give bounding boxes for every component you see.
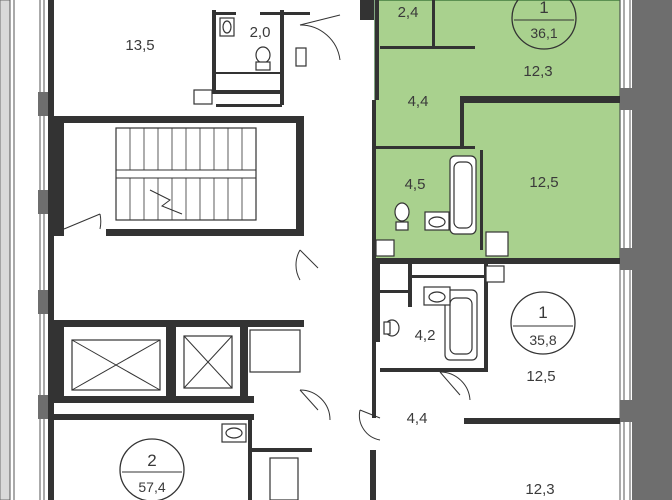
toilet-icon	[255, 46, 271, 71]
door-swing-icon	[439, 371, 471, 401]
highlighted-apartment-area[interactable]	[374, 0, 621, 263]
room-area-label: 4,4	[407, 410, 428, 427]
toilet-icon	[383, 319, 400, 337]
door-swing-icon	[299, 389, 331, 421]
sink-icon	[219, 17, 235, 37]
room-area-label: 13,5	[125, 37, 154, 54]
highlighted-apartment[interactable]	[374, 0, 621, 263]
apartment-area: 35,8	[529, 332, 556, 348]
elevator-icon	[71, 339, 161, 391]
highlighted-apartment-walls	[372, 0, 620, 264]
room-area-label: 12,5	[529, 174, 558, 191]
window-icon	[38, 190, 48, 214]
room-area-label: 12,5	[526, 368, 555, 385]
toilet-icon	[394, 202, 410, 231]
window-icon	[38, 395, 48, 419]
apartment-badge[interactable]: 1 36,1	[511, 0, 577, 50]
window-icon	[620, 248, 634, 270]
top-left-walls	[48, 0, 310, 500]
room-area-label: 12,3	[523, 63, 552, 80]
door-swing-icon	[295, 249, 319, 281]
room-area-label: 4,2	[415, 327, 436, 344]
right-apartment-walls	[358, 262, 620, 441]
window-icon	[38, 290, 48, 314]
door-swing-icon	[358, 409, 381, 441]
stair-icon	[115, 127, 257, 221]
sink-icon	[424, 211, 450, 231]
bottom-left-walls	[54, 414, 312, 500]
bathtub-icon	[444, 289, 478, 361]
room-area-label: 2,4	[398, 4, 419, 21]
window-icon	[632, 0, 672, 500]
apartment-number: 1	[538, 303, 547, 322]
stair-core	[54, 116, 304, 236]
apartment-area: 57,4	[138, 479, 165, 495]
apartment-badge[interactable]: 1 35,8	[510, 291, 576, 355]
top-left-wc	[193, 17, 307, 105]
door-swing-icon	[63, 213, 102, 230]
sink-icon	[221, 423, 247, 443]
sink-icon	[423, 286, 451, 306]
left-facade	[0, 0, 48, 500]
room-area-label: 2,0	[250, 24, 271, 41]
corridor-walls	[295, 0, 376, 500]
elevator-icon	[183, 335, 233, 389]
window-icon	[620, 88, 634, 110]
window-icon	[620, 400, 634, 422]
room-area-label: 12,3	[525, 481, 554, 498]
apartment-number: 2	[147, 451, 156, 470]
bathtub-icon	[449, 155, 477, 235]
right-facade	[619, 0, 672, 500]
window-icon	[38, 92, 48, 116]
apartment-area: 36,1	[530, 25, 557, 41]
room-labels: 13,5 2,0 2,4 12,3 4,4 4,5 12,5 4,2 12,5 …	[125, 4, 558, 498]
room-area-label: 4,5	[405, 176, 426, 193]
apartment-number: 1	[539, 0, 548, 17]
room-area-label: 4,4	[408, 93, 429, 110]
elevator-block	[54, 320, 304, 403]
apartment-badge[interactable]: 2 57,4	[119, 438, 185, 500]
door-swing-icon	[299, 14, 341, 61]
